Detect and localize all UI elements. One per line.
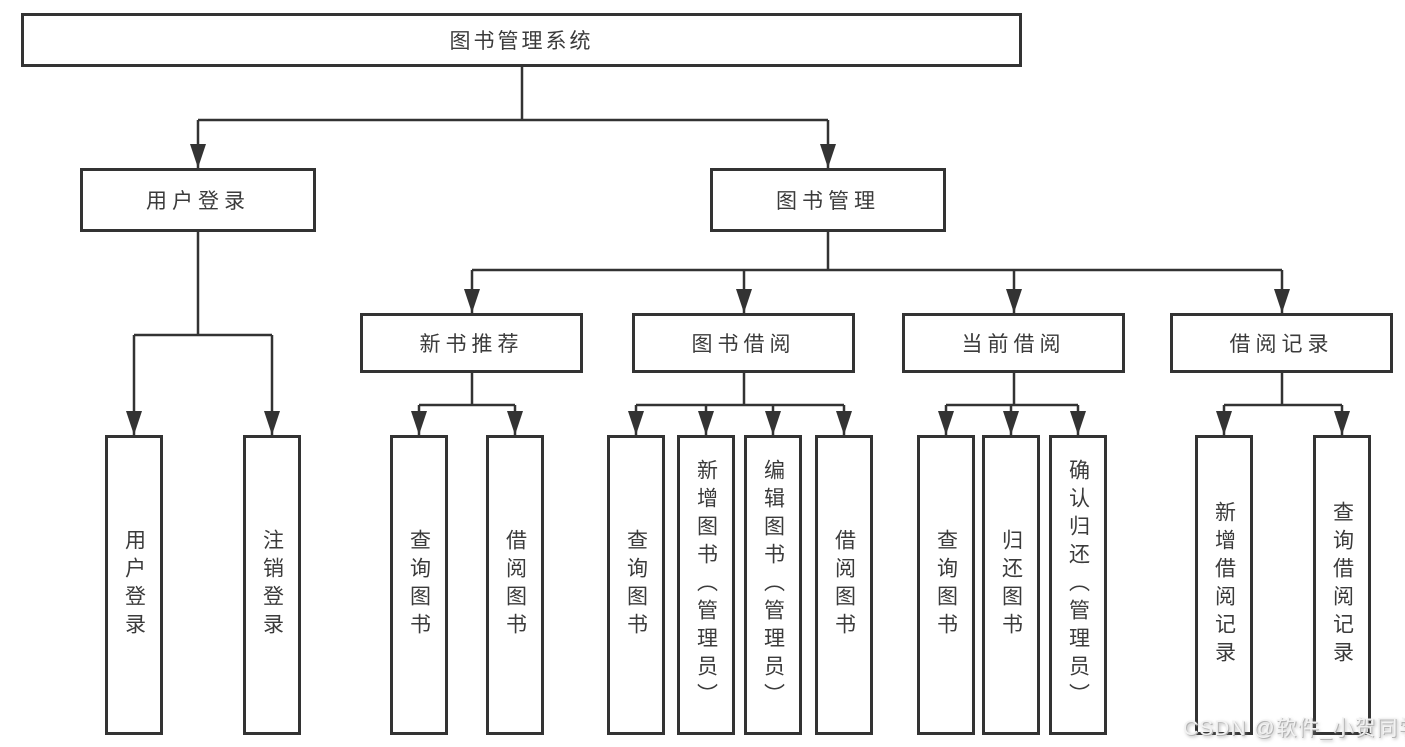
csdn-watermark: CSDN @软件_小贺同学 xyxy=(1183,717,1405,740)
node-borrow-records: 借阅记录 xyxy=(1170,313,1393,373)
leaf-records-query-record: 查询借阅记录 xyxy=(1313,435,1371,735)
node-current-borrow: 当前借阅 xyxy=(902,313,1125,373)
leaf-borrow-edit-book-admin: 编辑图书（管理员） xyxy=(744,435,802,735)
leaf-records-add-record: 新增借阅记录 xyxy=(1195,435,1253,735)
leaf-borrow-query-book: 查询图书 xyxy=(607,435,665,735)
leaf-borrow-add-book-admin: 新增图书（管理员） xyxy=(677,435,735,735)
node-book-management: 图书管理 xyxy=(710,168,946,232)
leaf-current-confirm-return-admin: 确认归还（管理员） xyxy=(1049,435,1107,735)
node-user-login: 用户登录 xyxy=(80,168,316,232)
leaf-logout: 注销登录 xyxy=(243,435,301,735)
node-book-borrow: 图书借阅 xyxy=(632,313,855,373)
leaf-newrec-borrow-book: 借阅图书 xyxy=(486,435,544,735)
leaf-user-login: 用户登录 xyxy=(105,435,163,735)
leaf-newrec-query-book: 查询图书 xyxy=(390,435,448,735)
node-new-book-recommend: 新书推荐 xyxy=(360,313,583,373)
node-library-system: 图书管理系统 xyxy=(21,13,1022,67)
leaf-borrow-borrow-book: 借阅图书 xyxy=(815,435,873,735)
leaf-current-return-book: 归还图书 xyxy=(982,435,1040,735)
leaf-current-query-book: 查询图书 xyxy=(917,435,975,735)
